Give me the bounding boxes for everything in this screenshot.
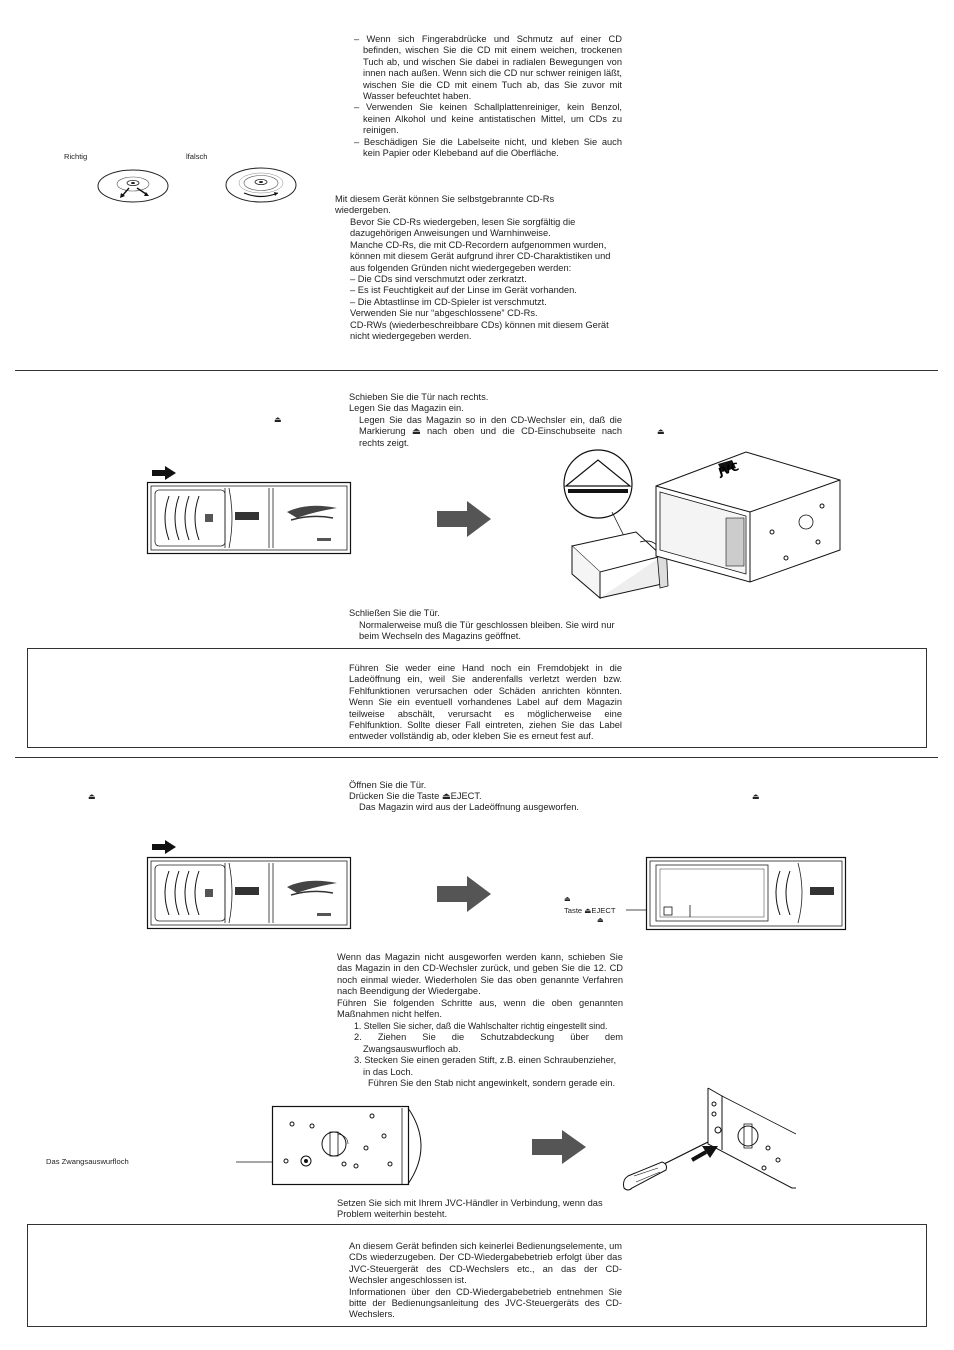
changer-front-door-closed bbox=[146, 481, 352, 555]
eject-symbol-left: ⏏ bbox=[88, 792, 96, 801]
section-divider bbox=[15, 757, 938, 758]
insert-step-3-note: Normalerweise muß die Tür geschlossen bl… bbox=[359, 620, 615, 642]
cdr-intro: Mit diesem Gerät können Sie selbstgebran… bbox=[335, 194, 555, 216]
next-step-arrow-icon bbox=[437, 876, 491, 912]
cdr-list: Bevor Sie CD-Rs wiedergeben, lesen Sie s… bbox=[350, 217, 612, 342]
magazine-insert-illustration: JVC bbox=[563, 449, 841, 600]
slide-right-arrow-icon bbox=[152, 466, 176, 480]
eject-trouble-text-2: Führen Sie folgenden Schritte aus, wenn … bbox=[337, 998, 623, 1020]
cdr-line: – Die Abtastlinse im CD-Spieler ist vers… bbox=[350, 296, 547, 307]
eject-symbol-small: ⏏ bbox=[597, 917, 604, 924]
cdr-line: – Es ist Feuchtigkeit auf der Linse im G… bbox=[350, 285, 577, 296]
section-divider bbox=[15, 370, 938, 371]
cdr-line: Bevor Sie CD-Rs wiedergeben, lesen Sie s… bbox=[350, 217, 576, 239]
cd-care-list: – Wenn sich Fingerabdrücke und Schmutz a… bbox=[349, 34, 622, 159]
eject-step-3-note: Führen Sie den Stab nicht angewinkelt, s… bbox=[368, 1078, 616, 1088]
eject-info-text: An diesem Gerät befinden sich keinerlei … bbox=[349, 1241, 622, 1320]
insert-warning-text: Führen Sie weder eine Hand noch ein Frem… bbox=[349, 663, 622, 742]
eject-steps-list: 1. Stellen Sie sicher, daß die Wahlschal… bbox=[349, 1021, 623, 1078]
eject-step-item: 1. Stellen Sie sicher, daß die Wahlschal… bbox=[354, 1021, 608, 1031]
eject-contact-dealer: Setzen Sie sich mit Ihrem JVC-Händler in… bbox=[337, 1198, 603, 1220]
changer-front-door-open bbox=[626, 856, 847, 931]
cd-care-bullet: – Verwenden Sie keinen Schallplattenrein… bbox=[354, 102, 622, 136]
changer-side-panel-illustration bbox=[271, 1105, 422, 1186]
eject-symbol-right: ⏏ bbox=[752, 792, 760, 801]
insert-step-2-note: Legen Sie das Magazin so in den CD-Wechs… bbox=[359, 415, 622, 448]
eject-symbol-small: ⏏ bbox=[564, 896, 571, 903]
label-wrong: lfalsch bbox=[186, 152, 208, 161]
eject-symbol-left: ⏏ bbox=[274, 415, 282, 424]
eject-button-label: Taste ⏏EJECT bbox=[564, 906, 616, 915]
cd-care-bullet: – Wenn sich Fingerabdrücke und Schmutz a… bbox=[354, 34, 622, 102]
eject-step-2-note: Das Magazin wird aus der Ladeöffnung aus… bbox=[359, 802, 579, 812]
cdr-line: – Die CDs sind verschmutzt oder zerkratz… bbox=[350, 274, 527, 285]
next-step-arrow-icon bbox=[532, 1130, 586, 1164]
insert-warning-box bbox=[27, 648, 927, 748]
changer-front-door-closed bbox=[146, 856, 352, 930]
eject-step-2: Drücken Sie die Taste ⏏EJECT. bbox=[349, 791, 482, 801]
cdr-line: CD-RWs (wiederbeschreibbare CDs) können … bbox=[350, 319, 609, 342]
screwdriver-insert-illustration bbox=[623, 1087, 797, 1191]
disc-correct-illustration bbox=[97, 169, 169, 203]
eject-step-item: 3. Stecken Sie einen geraden Stift, z.B.… bbox=[354, 1055, 617, 1077]
eject-step-1: Öffnen Sie die Tür. bbox=[349, 780, 427, 790]
disc-wrong-illustration bbox=[225, 167, 297, 203]
svg-text:JVC: JVC bbox=[716, 460, 741, 479]
eject-trouble-text: Wenn das Magazin nicht ausgeworfen werde… bbox=[337, 952, 623, 997]
cdr-line: Manche CD-Rs, die mit CD-Recordern aufge… bbox=[350, 239, 611, 273]
label-correct: Richtig bbox=[64, 152, 88, 161]
slide-right-arrow-icon bbox=[152, 840, 176, 854]
force-eject-hole-label: Das Zwangsauswurfloch bbox=[46, 1157, 129, 1166]
insert-step-1: Schieben Sie die Tür nach rechts. bbox=[349, 392, 489, 402]
insert-step-3: Schließen Sie die Tür. bbox=[349, 608, 440, 618]
eject-symbol-right: ⏏ bbox=[657, 427, 665, 436]
cdr-line: Verwenden Sie nur “abgeschlossene” CD-Rs… bbox=[350, 308, 538, 319]
next-step-arrow-icon bbox=[437, 501, 491, 537]
eject-info-box bbox=[27, 1224, 927, 1327]
cd-care-bullet: – Beschädigen Sie die Labelseite nicht, … bbox=[354, 136, 622, 159]
eject-step-item: 2. Ziehen Sie die Schutzabdeckung über d… bbox=[354, 1032, 623, 1054]
insert-step-2: Legen Sie das Magazin ein. bbox=[349, 403, 464, 413]
